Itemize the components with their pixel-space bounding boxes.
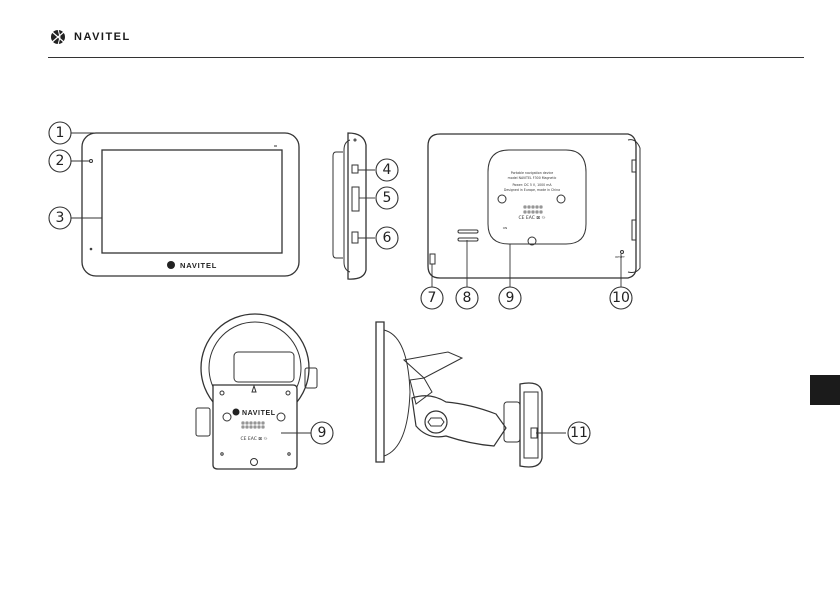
mount-brand-text: NAVITEL [242, 410, 276, 417]
reset-label: RESET [615, 255, 625, 259]
callout-circle-4 [375, 158, 399, 182]
callout-circle-8 [455, 286, 479, 310]
front-brand-text: NAVITEL [180, 261, 217, 270]
callout-circle-10 [609, 286, 633, 310]
callout-4: 4 [383, 162, 392, 178]
back-label-line1: Portable navigation device [511, 171, 554, 175]
back-compliance-marks: CE EAC ⊠ ♲ [518, 215, 545, 221]
callout-circle-6 [375, 226, 399, 250]
callout-circle-3 [48, 206, 72, 230]
navitel-globe-icon [50, 28, 66, 46]
callout-circle-9b [310, 421, 334, 445]
back-label-line4: Designed in Europe, made in China [504, 188, 560, 192]
front-brand-mark: NAVITEL [167, 261, 217, 270]
callout-circle-11 [567, 421, 591, 445]
leader-lines [71, 132, 622, 434]
header-divider [48, 57, 804, 58]
device-side-view [332, 132, 367, 280]
callout-8: 8 [463, 290, 472, 306]
callout-2: 2 [56, 153, 65, 169]
mount-side-view [375, 321, 543, 468]
device-front-view [81, 132, 300, 277]
brand-name: NAVITEL [74, 31, 131, 43]
callout-9b: 9 [318, 425, 327, 441]
on-label: ON [503, 226, 508, 230]
callout-10: 10 [612, 290, 630, 306]
mount-compliance-marks: CE EAC ⊠ ♲ [240, 436, 267, 442]
callout-1: 1 [56, 125, 65, 141]
back-label-line3: Power: DC 5 V, 1000 mA [512, 183, 552, 187]
callout-circle-7 [420, 286, 444, 310]
callout-circle-9 [498, 286, 522, 310]
mount-rear-view [195, 313, 318, 470]
callout-circle-1 [48, 121, 72, 145]
callout-6: 6 [383, 230, 392, 246]
device-back-view [427, 133, 641, 279]
callout-circle-2 [48, 149, 72, 173]
callout-11: 11 [570, 425, 588, 441]
callout-5: 5 [383, 190, 392, 206]
callout-circle-5 [375, 186, 399, 210]
mount-brand-mark: NAVITEL [232, 408, 276, 417]
callout-7: 7 [428, 290, 437, 306]
callout-9: 9 [506, 290, 515, 306]
callout-3: 3 [56, 210, 65, 226]
callout-circles [48, 121, 633, 445]
section-tab [810, 375, 840, 405]
back-label-line2: model NAVITEL F300 Magnetic [508, 176, 557, 180]
page-header: NAVITEL [48, 24, 131, 50]
